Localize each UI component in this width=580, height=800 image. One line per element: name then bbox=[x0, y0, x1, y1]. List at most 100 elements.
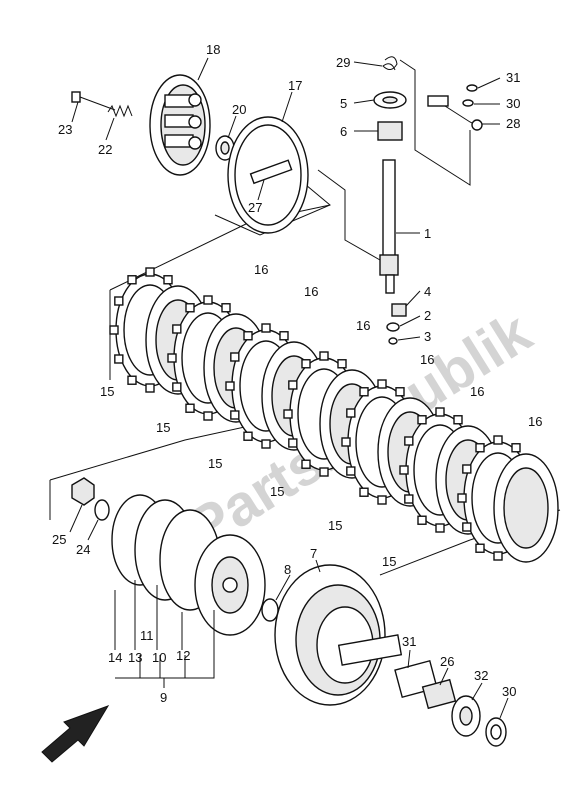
primary-driven-gear-part bbox=[274, 564, 403, 706]
part-label-4: 4 bbox=[424, 284, 431, 299]
washer-2-part bbox=[386, 322, 400, 332]
clutch-plate-stack bbox=[109, 267, 559, 563]
friction-plate-tab bbox=[203, 411, 213, 421]
friction-plate-tab bbox=[167, 353, 177, 363]
friction-plate-tab bbox=[435, 523, 445, 533]
friction-plate-tab bbox=[163, 275, 173, 285]
part-label-15-d: 15 bbox=[270, 484, 284, 499]
friction-plate-tab bbox=[145, 267, 155, 277]
needle-bearing-6-part bbox=[377, 121, 403, 141]
friction-plate-tab bbox=[301, 359, 311, 369]
friction-plate-tab bbox=[288, 380, 298, 390]
lock-washer-22-part bbox=[94, 499, 110, 521]
part-label-8: 8 bbox=[284, 562, 291, 577]
washer-8-part bbox=[261, 598, 279, 622]
part-label-10: 10 bbox=[152, 650, 166, 665]
friction-plate-tab bbox=[243, 431, 253, 441]
part-label-3: 3 bbox=[424, 329, 431, 344]
part-label-22: 24 bbox=[76, 542, 90, 557]
seal-5-part bbox=[373, 91, 407, 109]
friction-plate-tab bbox=[114, 296, 124, 306]
friction-plate-tab bbox=[475, 543, 485, 553]
part-label-24: 26 bbox=[440, 654, 454, 669]
part-label-18: 18 bbox=[206, 42, 220, 57]
push-rod-part bbox=[379, 159, 399, 294]
bearing-19-part bbox=[215, 135, 235, 161]
friction-plate-tab bbox=[172, 324, 182, 334]
pressure-plate-part bbox=[149, 74, 211, 176]
part-label-27: 29 bbox=[336, 55, 350, 70]
small-washers-part bbox=[462, 84, 478, 107]
part-label-5: 5 bbox=[340, 96, 347, 111]
part-label-11: 11 bbox=[140, 628, 154, 643]
friction-plate-tab bbox=[377, 379, 387, 389]
part-label-21: 23 bbox=[58, 122, 72, 137]
part-label-13: 13 bbox=[128, 650, 142, 665]
part-label-26: 28 bbox=[506, 116, 520, 131]
friction-plate-tab bbox=[417, 415, 427, 425]
friction-plate-tab bbox=[109, 325, 119, 335]
friction-plate-tab bbox=[337, 359, 347, 369]
part-label-28: 30 bbox=[506, 96, 520, 111]
spring-27-part bbox=[382, 56, 398, 71]
friction-plate-tab bbox=[457, 493, 467, 503]
part-label-16-c: 16 bbox=[356, 318, 370, 333]
part-label-12: 12 bbox=[176, 648, 190, 663]
friction-plate-tab bbox=[435, 407, 445, 417]
friction-plate-tab bbox=[462, 464, 472, 474]
part-label-32: 32 bbox=[474, 668, 488, 683]
ball-4-part bbox=[391, 303, 407, 317]
clutch-spring-part bbox=[107, 104, 133, 118]
part-number-labels: 18 23 22 20 17 27 29 5 6 31 30 28 1 4 2 … bbox=[52, 42, 542, 705]
friction-plate-tab bbox=[261, 323, 271, 333]
needle-bearing-24-part bbox=[421, 678, 457, 710]
friction-plate-tab bbox=[185, 403, 195, 413]
friction-plate-tab bbox=[203, 295, 213, 305]
friction-plate-tab bbox=[301, 459, 311, 469]
friction-plate-tab bbox=[377, 495, 387, 505]
friction-plate-tab bbox=[172, 382, 182, 392]
leader-lines bbox=[69, 57, 509, 719]
part-label-17: 17 bbox=[288, 78, 302, 93]
washer-3-part bbox=[388, 337, 398, 345]
friction-plate-tab bbox=[462, 522, 472, 532]
part-label-23: 25 bbox=[52, 532, 66, 547]
part-label-31: 31 bbox=[402, 634, 416, 649]
part-label-15-c: 15 bbox=[208, 456, 222, 471]
friction-plate-tab bbox=[346, 408, 356, 418]
friction-plate-tab bbox=[417, 515, 427, 525]
friction-plate-tab bbox=[243, 331, 253, 341]
part-label-15-a: 15 bbox=[100, 384, 114, 399]
part-label-16-e: 16 bbox=[470, 384, 484, 399]
nut-23-part bbox=[71, 477, 95, 506]
friction-plate-tab bbox=[261, 439, 271, 449]
gear-32-part bbox=[451, 695, 481, 737]
friction-plate-tab bbox=[145, 383, 155, 393]
part-label-29: 31 bbox=[506, 70, 520, 85]
friction-plate-tab bbox=[475, 443, 485, 453]
friction-plate-tab bbox=[453, 415, 463, 425]
part-label-19: 20 bbox=[232, 102, 246, 117]
clutch-screw-part bbox=[71, 91, 116, 111]
friction-plate-tab bbox=[359, 487, 369, 497]
front-direction-arrow-icon bbox=[41, 705, 110, 763]
clutch-boss-part bbox=[111, 494, 266, 636]
part-label-15-e: 15 bbox=[328, 518, 342, 533]
part-label-16-a: 16 bbox=[254, 262, 268, 277]
friction-plate-tab bbox=[395, 387, 405, 397]
friction-plate-tab bbox=[399, 465, 409, 475]
friction-plate-tab bbox=[404, 494, 414, 504]
friction-plate-tab bbox=[185, 303, 195, 313]
part-label-15-f: 15 bbox=[382, 554, 396, 569]
part-label-1: 1 bbox=[424, 226, 431, 241]
steel-plate-inner bbox=[503, 467, 549, 549]
part-label-25: 27 bbox=[248, 200, 262, 215]
friction-plate-tab bbox=[359, 387, 369, 397]
friction-plate-tab bbox=[225, 381, 235, 391]
part-label-15-b: 15 bbox=[156, 420, 170, 435]
pushrod-reference-lines bbox=[214, 59, 471, 261]
friction-plate-tab bbox=[493, 435, 503, 445]
friction-plate-tab bbox=[404, 436, 414, 446]
friction-plate-tab bbox=[283, 409, 293, 419]
